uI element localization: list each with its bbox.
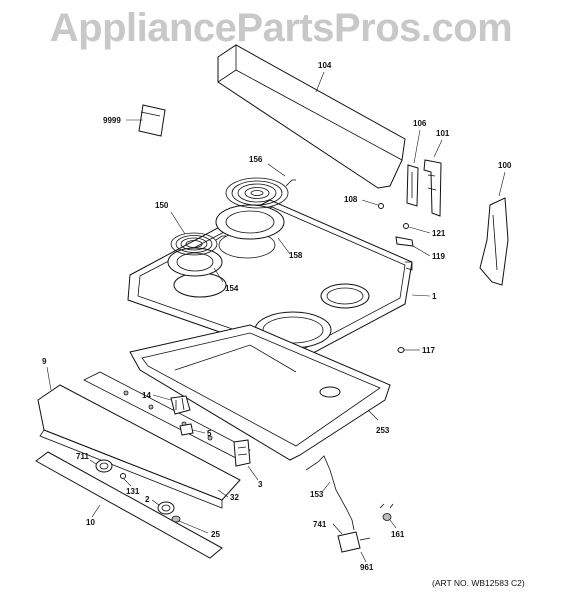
knob-2	[157, 501, 175, 515]
wire-harness-153	[305, 455, 355, 531]
callout-2: 2	[145, 495, 150, 504]
callout-9999: 9999	[103, 116, 121, 125]
hinge-bracket-119	[395, 236, 414, 247]
burner-box-253	[129, 324, 391, 461]
manual-booklet	[138, 104, 166, 137]
callout-3: 3	[258, 480, 263, 489]
callout-741: 741	[313, 520, 327, 529]
cooktop-main-top	[127, 199, 413, 361]
callout-32: 32	[230, 493, 239, 502]
watermark-logo: AppliancePartsPros.com	[49, 6, 513, 50]
callout-100: 100	[498, 161, 512, 170]
callout-14: 14	[142, 391, 151, 400]
backsplash-panel	[217, 44, 406, 189]
side-bracket-106	[406, 164, 419, 207]
art-number: (ART NO. WB12583 C2)	[432, 578, 525, 588]
side-bracket-101	[423, 159, 442, 217]
side-trim-100	[479, 197, 509, 286]
callout-117: 117	[422, 346, 435, 355]
callout-9: 9	[42, 357, 47, 366]
screw-108	[378, 203, 384, 209]
control-panel-9	[37, 371, 251, 509]
knob-711	[95, 459, 113, 473]
drip-pan-large	[215, 204, 285, 240]
surface-element-small	[170, 232, 226, 256]
callout-156: 156	[249, 155, 263, 164]
callout-5: 5	[207, 429, 212, 438]
callout-711: 711	[76, 452, 89, 461]
callout-161: 161	[391, 530, 405, 539]
screw-131	[120, 473, 126, 479]
callout-153: 153	[310, 490, 324, 499]
callout-150: 150	[155, 201, 169, 210]
callout-961: 961	[360, 563, 374, 572]
callout-154: 154	[225, 284, 239, 293]
callout-101: 101	[436, 129, 450, 138]
knob-clip-25	[171, 515, 181, 523]
callout-106: 106	[413, 119, 427, 128]
drip-pan-small	[167, 247, 223, 277]
callout-121: 121	[432, 229, 446, 238]
door-switch-961	[337, 531, 371, 553]
callout-10: 10	[86, 518, 95, 527]
burner-opening-front-left	[173, 272, 227, 298]
callout-25: 25	[211, 530, 220, 539]
callout-1: 1	[432, 292, 437, 301]
callout-158: 158	[289, 251, 303, 260]
infinite-switch-14	[170, 395, 191, 415]
terminal-block-3	[233, 439, 251, 467]
callout-253: 253	[376, 426, 390, 435]
surface-element-large	[225, 177, 296, 209]
callout-131: 131	[126, 487, 140, 496]
clip-117	[397, 347, 405, 353]
callout-108: 108	[344, 195, 358, 204]
screw-121	[403, 223, 409, 229]
callout-104: 104	[318, 61, 332, 70]
indicator-light-5	[179, 423, 194, 436]
callout-119: 119	[432, 252, 445, 261]
grommet-161	[379, 503, 394, 521]
control-panel-trim-10	[35, 451, 223, 559]
